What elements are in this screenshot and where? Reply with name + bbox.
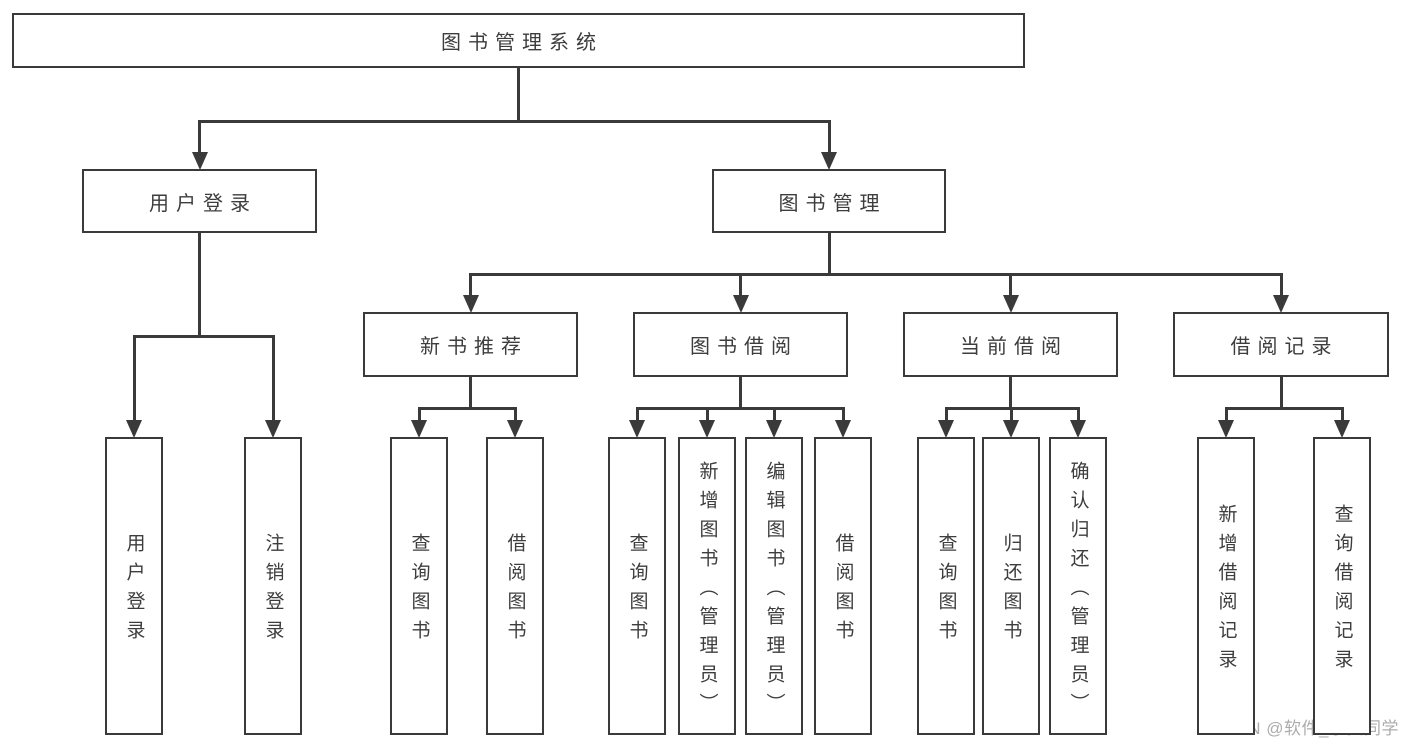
connector-line: [132, 335, 275, 338]
node-label: 新书推荐: [420, 336, 528, 358]
connector-line: [1009, 407, 1013, 423]
connector-line: [635, 407, 639, 423]
node-newbook: 新书推荐: [363, 312, 578, 377]
node-user-login: 用户登录: [105, 437, 163, 735]
connector-line: [1340, 407, 1344, 423]
connector-arrowhead: [1273, 295, 1289, 313]
node-logout: 注销登录: [244, 437, 302, 735]
node-borrow: 图书借阅: [633, 312, 848, 377]
node-label: 新增图书（管理员）: [696, 460, 718, 722]
node-label: 查询借阅记录: [1331, 504, 1353, 678]
node-bookmgmt: 图书管理: [712, 169, 946, 233]
connector-line: [827, 120, 831, 155]
connector-line: [198, 233, 201, 338]
node-nb-borrow: 借阅图书: [486, 437, 544, 735]
connector-line: [513, 407, 517, 423]
node-label: 图书管理: [778, 192, 887, 215]
node-label: 查询图书: [935, 533, 957, 649]
connector-line: [1009, 273, 1012, 298]
node-bw-borrow: 借阅图书: [814, 437, 872, 735]
node-label: 注销登录: [262, 533, 284, 649]
node-label: 归还图书: [1000, 533, 1022, 649]
node-label: 确认归还（管理员）: [1067, 460, 1089, 722]
node-label: 借阅记录: [1230, 336, 1339, 358]
connector-line: [271, 335, 275, 423]
node-label: 用户登录: [149, 192, 257, 215]
node-label: 编辑图书（管理员）: [763, 460, 785, 722]
connector-arrowhead: [766, 420, 782, 438]
connector-arrowhead: [835, 420, 851, 438]
connector-arrowhead: [1218, 420, 1234, 438]
node-rc-add: 新增借阅记录: [1197, 437, 1255, 735]
connector-arrowhead: [699, 420, 715, 438]
node-label: 用户登录: [123, 533, 145, 649]
connector-arrowhead: [629, 420, 645, 438]
connector-arrowhead: [1002, 295, 1019, 313]
connector-arrowhead: [1334, 420, 1350, 438]
node-root: 图书管理系统: [12, 13, 1025, 68]
connector-line: [1009, 377, 1012, 410]
connector-arrowhead: [507, 420, 523, 438]
node-bw-query: 查询图书: [608, 437, 666, 735]
connector-line: [1076, 407, 1080, 423]
connector-line: [705, 407, 709, 423]
connector-arrowhead: [411, 420, 427, 438]
connector-arrowhead: [732, 295, 749, 313]
connector-line: [469, 377, 472, 410]
node-bw-edit: 编辑图书（管理员）: [745, 437, 803, 735]
connector-line: [944, 407, 948, 423]
connector-line: [417, 407, 517, 410]
node-cu-query: 查询图书: [917, 437, 975, 735]
node-cu-return: 归还图书: [982, 437, 1040, 735]
node-label: 借阅图书: [832, 533, 854, 649]
node-current: 当前借阅: [903, 312, 1118, 377]
connector-arrowhead: [265, 420, 281, 438]
connector-line: [841, 407, 845, 423]
connector-line: [1279, 377, 1283, 410]
node-nb-query: 查询图书: [390, 437, 448, 735]
connector-line: [739, 377, 742, 410]
node-records: 借阅记录: [1173, 312, 1389, 377]
node-rc-query: 查询借阅记录: [1313, 437, 1371, 735]
connector-arrowhead: [938, 420, 954, 438]
connector-line: [1279, 273, 1283, 298]
connector-line: [517, 68, 520, 123]
node-label: 新增借阅记录: [1215, 504, 1237, 678]
connector-line: [469, 273, 472, 298]
connector-line: [417, 407, 421, 423]
connector-line: [772, 407, 776, 423]
node-label: 查询图书: [626, 533, 648, 649]
connector-arrowhead: [462, 295, 479, 313]
connector-arrowhead: [1003, 420, 1019, 438]
node-bw-add: 新增图书（管理员）: [678, 437, 736, 735]
connector-line: [635, 407, 845, 410]
node-label: 图书借阅: [690, 336, 798, 358]
node-label: 当前借阅: [960, 336, 1068, 358]
node-cu-confirm: 确认归还（管理员）: [1049, 437, 1107, 735]
connector-arrowhead: [1070, 420, 1086, 438]
connector-line: [198, 120, 831, 123]
connector-arrowhead: [821, 152, 837, 170]
node-label: 查询图书: [408, 533, 430, 649]
connector-line: [739, 273, 742, 298]
connector-arrowhead: [191, 152, 208, 170]
connector-line: [469, 273, 1283, 276]
connector-line: [1224, 407, 1344, 410]
node-label: 借阅图书: [504, 533, 526, 649]
connector-arrowhead: [126, 420, 142, 438]
connector-line: [132, 335, 136, 423]
connector-line: [827, 233, 831, 276]
connector-line: [1224, 407, 1228, 423]
node-login: 用户登录: [82, 169, 317, 233]
node-label: 图书管理系统: [441, 32, 603, 54]
connector-line: [198, 120, 201, 155]
